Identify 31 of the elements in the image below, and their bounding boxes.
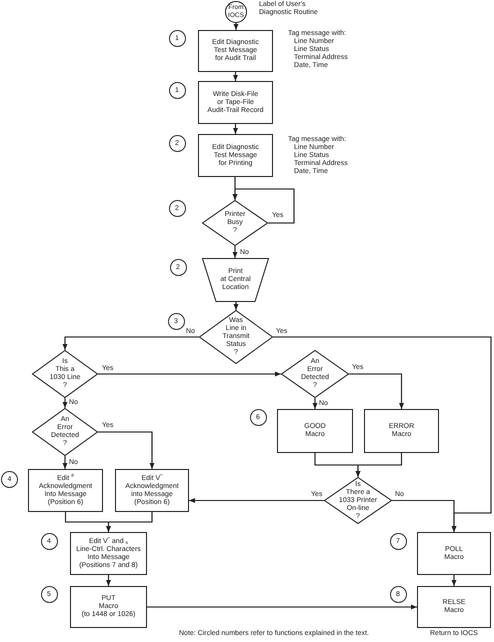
process-box: [277, 409, 353, 453]
flow-arrow: [234, 302, 238, 310]
process-box: [198, 134, 273, 177]
flow-arrow: [62, 336, 199, 350]
flow-arrow: [98, 372, 281, 376]
flow-arrow: [189, 498, 324, 503]
flow-arrow: [234, 23, 238, 30]
flow-arrow: [106, 512, 153, 532]
flow-arrow: [356, 453, 402, 477]
flow-arrow: [62, 456, 68, 469]
flow-arrow: [233, 124, 238, 134]
process-box: [417, 532, 491, 575]
flow-arrow: [147, 604, 417, 610]
flow-arrow: [452, 575, 456, 586]
process-box: [198, 81, 273, 124]
flow-arrow: [106, 575, 111, 586]
process-box: [28, 469, 103, 512]
process-box: [115, 469, 189, 512]
flow-arrow: [392, 500, 456, 532]
flow-arrow: [312, 398, 318, 409]
flow-arrow: [232, 188, 295, 224]
flow-arrow: [98, 431, 154, 469]
process-box: [198, 30, 273, 72]
flow-arrow: [62, 398, 68, 408]
process-box: [364, 409, 439, 453]
flow-arrow: [232, 246, 238, 258]
process-box: [70, 586, 147, 628]
process-box: [417, 586, 491, 628]
flow-arrow: [233, 72, 238, 81]
process-box: [70, 532, 147, 575]
flow-arrow: [349, 373, 404, 409]
